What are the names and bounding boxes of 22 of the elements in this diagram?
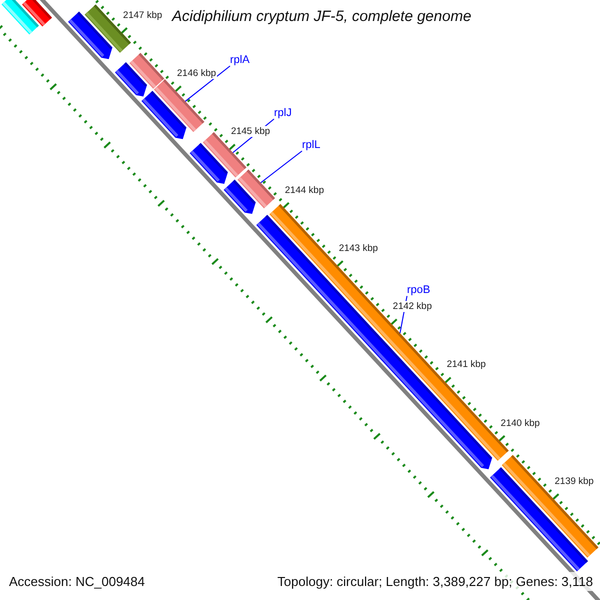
pointed-gene-bar bbox=[68, 12, 112, 60]
pointed-gene-bar bbox=[141, 90, 186, 140]
scale-label: 2140 kbp bbox=[500, 418, 541, 429]
leader-line bbox=[184, 66, 230, 102]
pointed-gene-bar bbox=[224, 180, 256, 214]
scale-label: 2139 kbp bbox=[554, 476, 595, 487]
leader-line bbox=[260, 150, 302, 184]
gene-label: rplJ bbox=[274, 107, 292, 119]
title: Acidiphilium cryptum JF-5, complete genome bbox=[172, 8, 472, 25]
scale-label: 2147 kbp bbox=[122, 10, 164, 21]
gene-label: rplL bbox=[302, 139, 320, 151]
scale-label: 2143 kbp bbox=[338, 242, 379, 254]
pointed-gene-bar bbox=[190, 142, 228, 184]
pointed-gene-bar bbox=[114, 62, 148, 97]
scale-label: 2141 kbp bbox=[446, 359, 487, 370]
gene-label: rplA bbox=[230, 54, 250, 66]
scale-label: 2144 kbp bbox=[284, 184, 325, 196]
gene-bar bbox=[2, 0, 39, 34]
scale-label: 2142 kbp bbox=[392, 301, 433, 312]
scale-label: 2146 kbp bbox=[176, 68, 218, 79]
scale-label: 2145 kbp bbox=[230, 126, 272, 138]
gene-label: rpoB bbox=[407, 284, 430, 296]
